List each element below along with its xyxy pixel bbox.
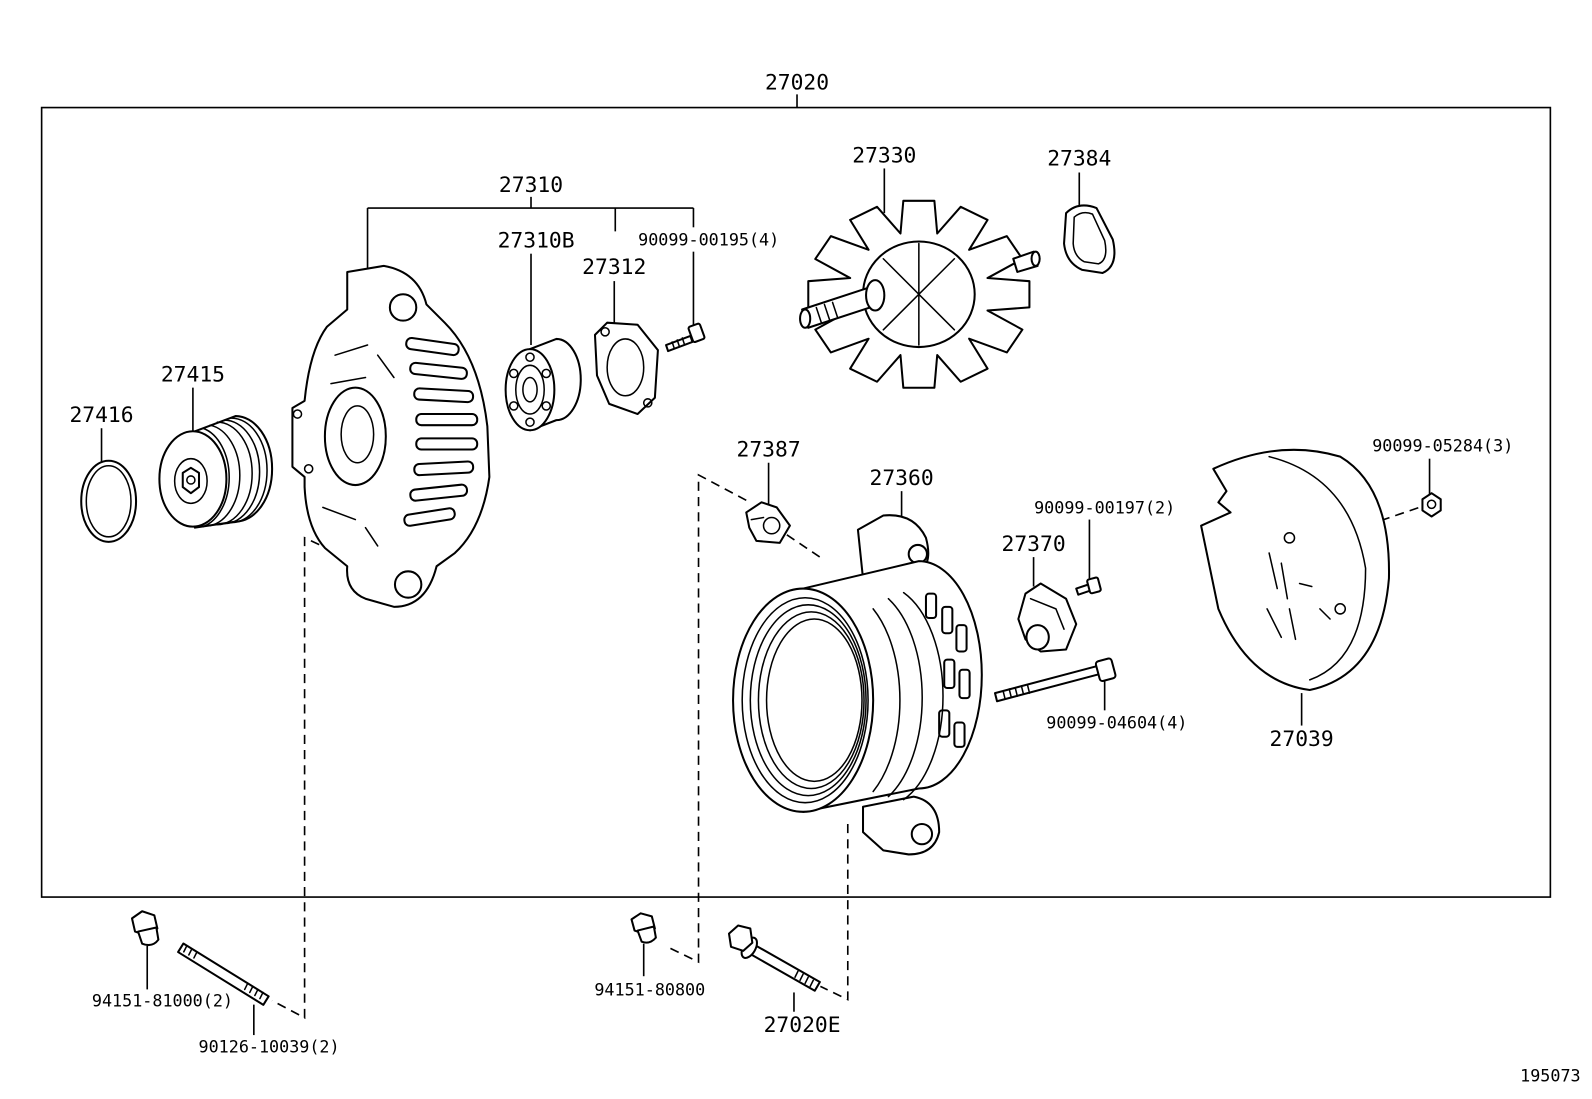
pulley-part: [158, 415, 274, 529]
rotor-ring-part: [1063, 204, 1116, 274]
callout-pulley-ring: 27416: [69, 403, 133, 428]
callout-cover-nut: 90099-05284(3): [1372, 436, 1513, 456]
callout-rotor: 27330: [852, 143, 916, 168]
rear-cover-part: [1200, 448, 1390, 692]
terminal-nut-part: [630, 912, 657, 944]
callout-bearing: 27310B: [498, 229, 575, 254]
front-frame-part: [291, 264, 491, 608]
callout-front-frame: 27310: [499, 173, 563, 198]
callout-brush-holder: 27370: [1002, 532, 1066, 557]
retainer-plate-part: [593, 321, 659, 416]
callout-pulley: 27415: [161, 363, 225, 388]
assembly-boundary: [40, 106, 1552, 898]
callout-mount-nut: 94151-81000(2): [92, 991, 233, 1011]
callout-rotor-ring: 27384: [1047, 146, 1111, 171]
callout-insulator: 27387: [737, 438, 801, 463]
through-bolt-part: [993, 657, 1117, 703]
retainer-screw-part: [665, 322, 706, 353]
mount-stud-part: [177, 942, 270, 1006]
mount-nut-part: [130, 910, 160, 947]
cover-nut-part: [1421, 492, 1442, 518]
holder-screw-part: [1075, 576, 1102, 596]
rear-frame-part: [732, 514, 983, 856]
insulator-part: [745, 501, 791, 544]
pulley-ring-part: [80, 459, 138, 543]
callout-mount-bolt: 27020E: [764, 1013, 841, 1038]
rotor-part: [799, 199, 1041, 389]
leader-lines: [100, 94, 1431, 1036]
callout-holder-screw: 90099-00197(2): [1034, 497, 1175, 517]
callout-assembly: 27020: [765, 70, 829, 95]
callout-terminal-nut: 94151-80800: [594, 979, 705, 999]
callout-retainer-plate: 27312: [582, 255, 646, 280]
callout-rear-cover: 27039: [1270, 727, 1334, 752]
assembly-dashed-lines: [271, 473, 1420, 1020]
callout-mount-stud: 90126-10039(2): [199, 1036, 340, 1056]
mount-bolt-part: [727, 924, 821, 992]
bearing-part: [504, 337, 582, 432]
drawing-number: 195073: [1520, 1066, 1580, 1086]
callout-rear-frame: 27360: [870, 466, 934, 491]
callout-retainer-screw: 90099-00195(4): [638, 230, 779, 250]
brush-holder-part: [1017, 582, 1078, 653]
callout-through-bolt: 90099-04604(4): [1046, 713, 1187, 733]
